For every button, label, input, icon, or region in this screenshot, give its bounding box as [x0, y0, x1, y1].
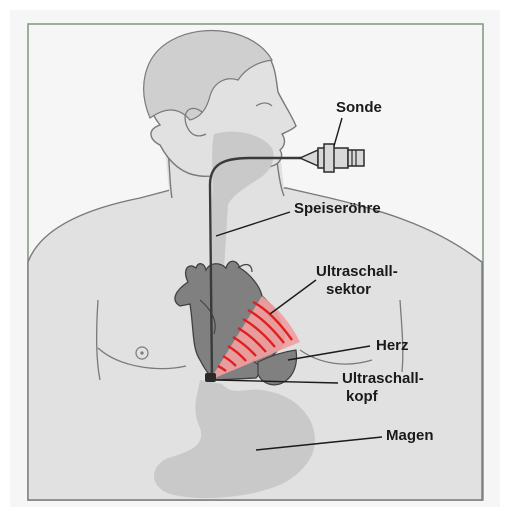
label-sector-line1: Ultraschall- [316, 263, 398, 280]
label-head-line1: Ultraschall- [342, 370, 424, 387]
probe-leader-line [334, 118, 342, 146]
ultrasound-head-marker [205, 373, 216, 382]
label-probe: Sonde [336, 99, 382, 116]
label-stomach: Magen [386, 427, 434, 444]
label-head-line2: kopf [346, 388, 379, 405]
label-sector-line2: sektor [326, 281, 371, 298]
probe-handle [300, 144, 364, 172]
label-esophagus: Speiseröhre [294, 200, 381, 217]
label-heart: Herz [376, 337, 409, 354]
